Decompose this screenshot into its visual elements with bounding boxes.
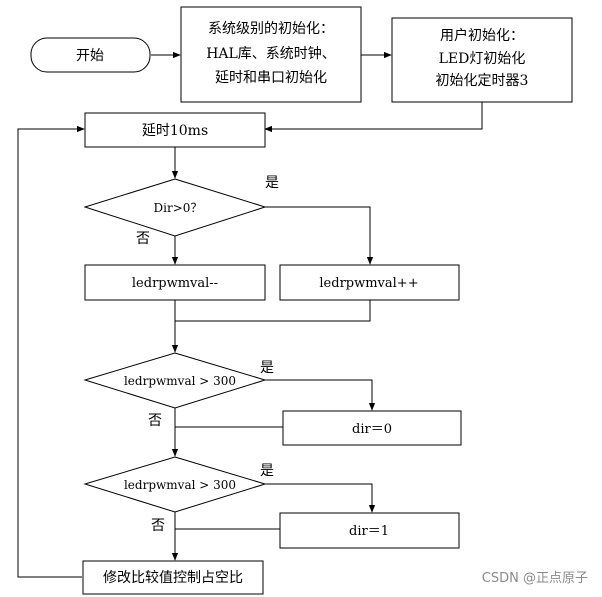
sys-init-line-3: 延时和串口初始化 — [215, 69, 327, 86]
inc-box — [279, 264, 460, 301]
no-label-2: 否 — [148, 413, 162, 429]
yes-label-1: 是 — [265, 175, 279, 191]
edge-cond-gt2-yes — [265, 483, 376, 513]
set-dir0-label: dir＝0 — [352, 422, 392, 437]
cond-gt2-label: ledrpwmval > 300 — [124, 478, 236, 492]
cond-gt2-diamond — [83, 456, 267, 513]
delay-label: 延时10ms — [142, 123, 208, 139]
sys-init-line-1: 系统级别的初始化： — [208, 20, 334, 37]
edge-user-init-to-delay — [264, 102, 483, 133]
edge-cond-dir-yes — [265, 206, 374, 265]
user-init-line-2: LED灯初始化 — [439, 50, 526, 67]
edge-loop-back — [17, 125, 85, 578]
user-init-line-1: 用户初始化： — [440, 27, 524, 44]
start-label: 开始 — [76, 48, 104, 64]
delay-box — [84, 112, 266, 148]
inc-label: ledrpwmval++ — [319, 276, 418, 291]
set-dir1-label: dir＝1 — [349, 524, 389, 539]
set-dir1-box — [279, 512, 460, 549]
dec-box — [84, 264, 266, 301]
user-init-line-3: 初始化定时器3 — [436, 72, 529, 89]
no-label-3: 否 — [151, 518, 165, 534]
edge-inc-merge — [175, 300, 371, 322]
edge-cond-gt1-yes — [265, 379, 376, 411]
yes-label-2: 是 — [260, 360, 274, 376]
yes-label-3: 是 — [260, 463, 274, 479]
modify-box — [82, 560, 264, 595]
user-init-box — [391, 17, 573, 103]
sys-init-box — [180, 6, 362, 103]
start-node — [30, 37, 151, 73]
cond-gt1-label: ledrpwmval > 300 — [124, 374, 236, 388]
sys-init-line-2: HAL库、系统时钟、 — [206, 45, 336, 62]
set-dir0-box — [282, 410, 462, 446]
no-label-1: 否 — [136, 231, 150, 247]
dec-label: ledrpwmval-- — [132, 276, 218, 291]
cond-dir-diamond — [83, 178, 267, 237]
cond-gt1-diamond — [83, 352, 267, 409]
modify-label: 修改比较值控制占空比 — [103, 570, 243, 586]
cond-dir-label: Dir>0？ — [154, 201, 203, 215]
watermark: CSDN @正点原子 — [482, 571, 588, 586]
